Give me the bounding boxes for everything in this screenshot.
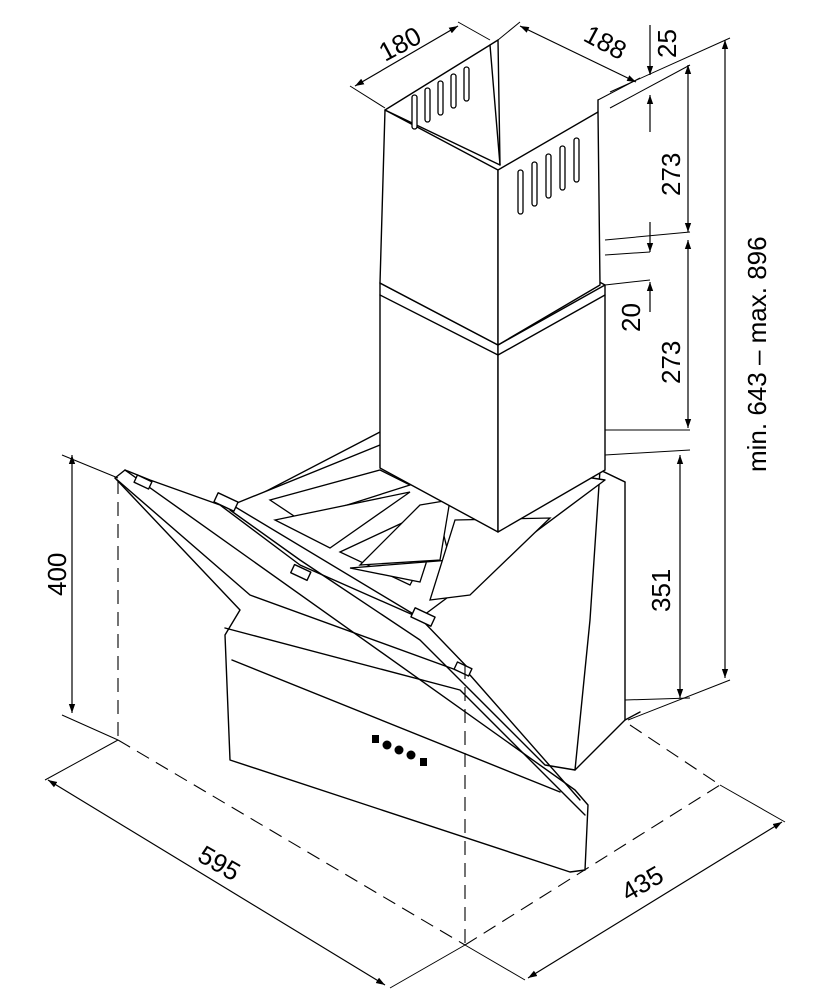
control-button-icon — [372, 735, 379, 743]
control-panel — [372, 735, 427, 766]
dim-label-chimney-depth: 180 — [374, 20, 426, 67]
dim-label-total-height: min. 643 – max. 896 — [742, 236, 772, 472]
chimney — [379, 39, 606, 533]
dim-label-hood-depth: 435 — [616, 860, 669, 908]
dim-label-overlap-gap: 20 — [616, 303, 646, 332]
dim-label-body-height: 351 — [646, 569, 676, 612]
dimension-lines — [47, 25, 783, 986]
control-button-icon — [420, 758, 427, 766]
dim-label-hood-height: 400 — [42, 553, 72, 596]
chimney-lower-side — [497, 284, 606, 533]
dim-label-upper-section: 273 — [656, 153, 686, 196]
control-button-icon — [382, 740, 392, 750]
upper-vent-slots — [411, 66, 580, 215]
dim-label-lower-section: 273 — [656, 341, 686, 384]
dim-label-hood-width: 595 — [193, 839, 246, 887]
control-button-icon — [394, 745, 404, 755]
control-button-icon — [406, 750, 416, 760]
dim-label-top-gap: 25 — [652, 29, 682, 58]
extension-lines — [44, 21, 786, 989]
